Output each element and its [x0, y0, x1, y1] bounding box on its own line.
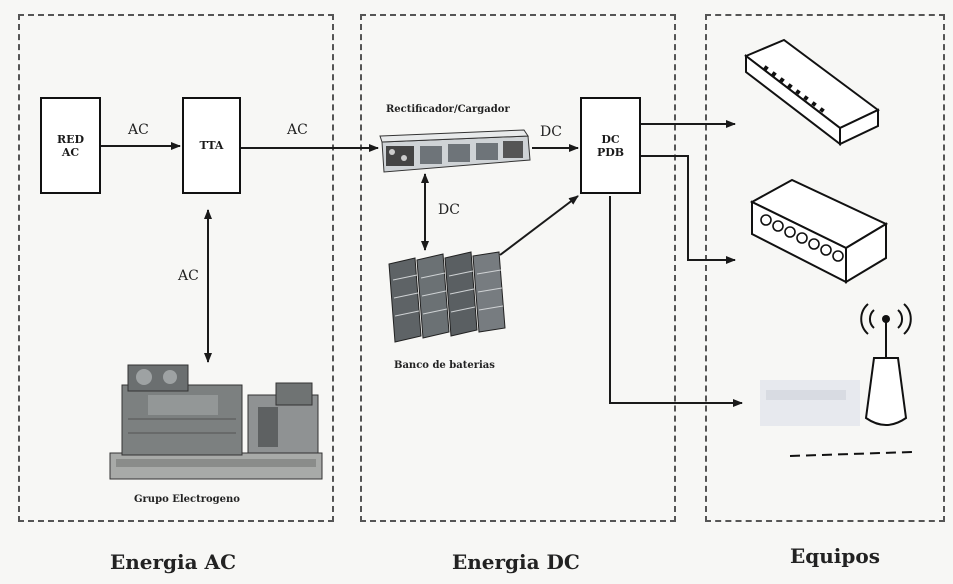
wireless-router-image [756, 294, 916, 474]
switch-image [736, 36, 886, 148]
red-ac-line2: AC [62, 146, 79, 159]
section-title-dc: Energia DC [452, 550, 580, 574]
hub-image [746, 172, 896, 290]
generator-caption: Grupo Electrogeno [134, 494, 240, 505]
battery-caption: Banco de baterias [394, 360, 495, 371]
battery-bank-image [385, 250, 513, 346]
red-ac-block: RED AC [40, 97, 101, 194]
dc-pdb-line2: PDB [597, 146, 624, 159]
label-red-to-tta: AC [128, 122, 149, 138]
label-rect-to-pdb: DC [540, 124, 562, 140]
dc-pdb-block: DC PDB [580, 97, 641, 194]
red-ac-line1: RED [57, 133, 84, 146]
rectifier-image [378, 128, 533, 176]
arrow-pdb-to-hub [641, 156, 735, 260]
arrow-batt-to-pdb [500, 196, 578, 255]
tta-block: TTA [182, 97, 241, 194]
label-gen-tta: AC [178, 268, 199, 284]
label-tta-to-rect: AC [287, 122, 308, 138]
rectifier-caption: Rectificador/Cargador [386, 104, 510, 115]
arrow-pdb-to-wireless [610, 196, 742, 403]
generator-image [108, 355, 324, 487]
section-title-equipos: Equipos [790, 544, 880, 568]
label-rect-batt: DC [438, 202, 460, 218]
dc-pdb-line1: DC [601, 133, 619, 146]
tta-label: TTA [200, 139, 224, 152]
section-title-ac: Energia AC [110, 550, 236, 574]
